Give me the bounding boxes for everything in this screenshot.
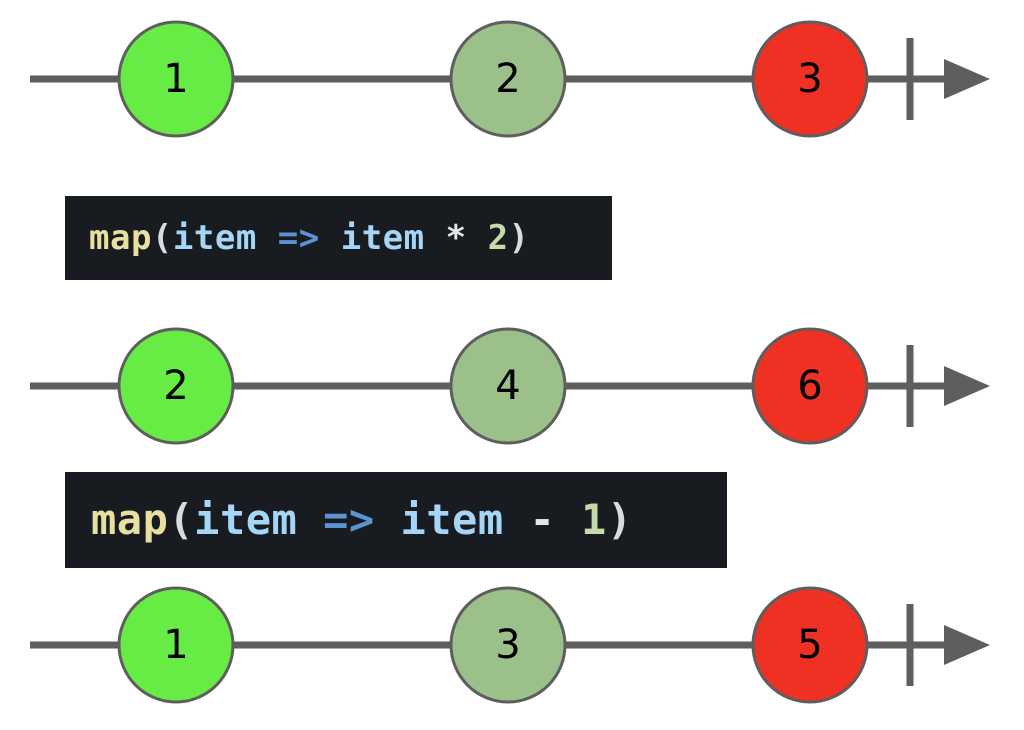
- code-token-param: item: [340, 218, 425, 258]
- stream-timeline: 2 4 6: [30, 327, 990, 445]
- code-token-punct: [467, 221, 488, 255]
- code-token-punct: [257, 221, 278, 255]
- marble[interactable]: 1: [117, 20, 235, 138]
- marble[interactable]: 5: [751, 586, 869, 704]
- code-token-op: *: [445, 218, 467, 258]
- code-token-arrow: =>: [277, 218, 320, 258]
- marble-circle[interactable]: [751, 20, 869, 138]
- marble[interactable]: 6: [751, 327, 869, 445]
- marble[interactable]: 3: [751, 20, 869, 138]
- code-token-punct: ): [508, 218, 530, 258]
- marble-circle[interactable]: [117, 327, 235, 445]
- marble-stream-mapped-observable-2: 1 3 5: [0, 575, 1024, 715]
- code-token-punct: [425, 221, 446, 255]
- stream-timeline: 1 2 3: [30, 20, 990, 138]
- marble-value-label: 4: [495, 363, 520, 409]
- marble-circle[interactable]: [751, 586, 869, 704]
- code-token-param: item: [194, 495, 298, 544]
- timeline-arrow-icon: [944, 625, 990, 665]
- marble-value-label: 1: [163, 622, 188, 668]
- marble[interactable]: 1: [117, 586, 235, 704]
- code-token-punct: [297, 499, 323, 541]
- code-token-punct: (: [168, 495, 195, 544]
- marble[interactable]: 3: [449, 586, 567, 704]
- marble-circle[interactable]: [449, 20, 567, 138]
- marble-circle[interactable]: [449, 327, 567, 445]
- marble[interactable]: 4: [449, 327, 567, 445]
- marble-circle[interactable]: [117, 586, 235, 704]
- code-token-op: -: [529, 495, 556, 544]
- code-token-arrow: =>: [323, 495, 375, 544]
- marble-value-label: 5: [797, 622, 822, 668]
- code-token-punct: [504, 499, 530, 541]
- marble-value-label: 2: [163, 363, 188, 409]
- operator-expression: map(item => item * 2): [89, 221, 530, 255]
- marble-circle[interactable]: [117, 20, 235, 138]
- code-token-fn: map: [89, 218, 152, 258]
- stream-timeline: 1 3 5: [30, 586, 990, 704]
- code-token-punct: [320, 221, 341, 255]
- marble-circle[interactable]: [449, 586, 567, 704]
- code-token-punct: [375, 499, 401, 541]
- code-token-num: 1: [581, 495, 607, 544]
- timeline-arrow-icon: [944, 59, 990, 99]
- marble-stream-mapped-observable-1: 2 4 6: [0, 316, 1024, 456]
- code-token-punct: (: [151, 218, 173, 258]
- timeline-arrow-icon: [944, 366, 990, 406]
- marble-circle[interactable]: [751, 327, 869, 445]
- marble-value-label: 3: [495, 622, 520, 668]
- marble-value-label: 3: [797, 56, 822, 102]
- marble-value-label: 1: [163, 56, 188, 102]
- marble-stream-source-observable: 1 2 3: [0, 9, 1024, 149]
- marble-value-label: 6: [797, 363, 822, 409]
- code-token-num: 2: [487, 218, 509, 258]
- code-token-punct: [555, 499, 581, 541]
- code-token-punct: ): [606, 495, 633, 544]
- marble-value-label: 2: [495, 56, 520, 102]
- marble[interactable]: 2: [117, 327, 235, 445]
- code-token-fn: map: [91, 495, 169, 544]
- marble[interactable]: 2: [449, 20, 567, 138]
- operator-code-box-map-multiply-by-2: map(item => item * 2): [65, 196, 612, 280]
- operator-code-box-map-subtract-1: map(item => item - 1): [65, 472, 727, 568]
- code-token-param: item: [172, 218, 257, 258]
- operator-expression: map(item => item - 1): [91, 499, 633, 541]
- code-token-param: item: [400, 495, 504, 544]
